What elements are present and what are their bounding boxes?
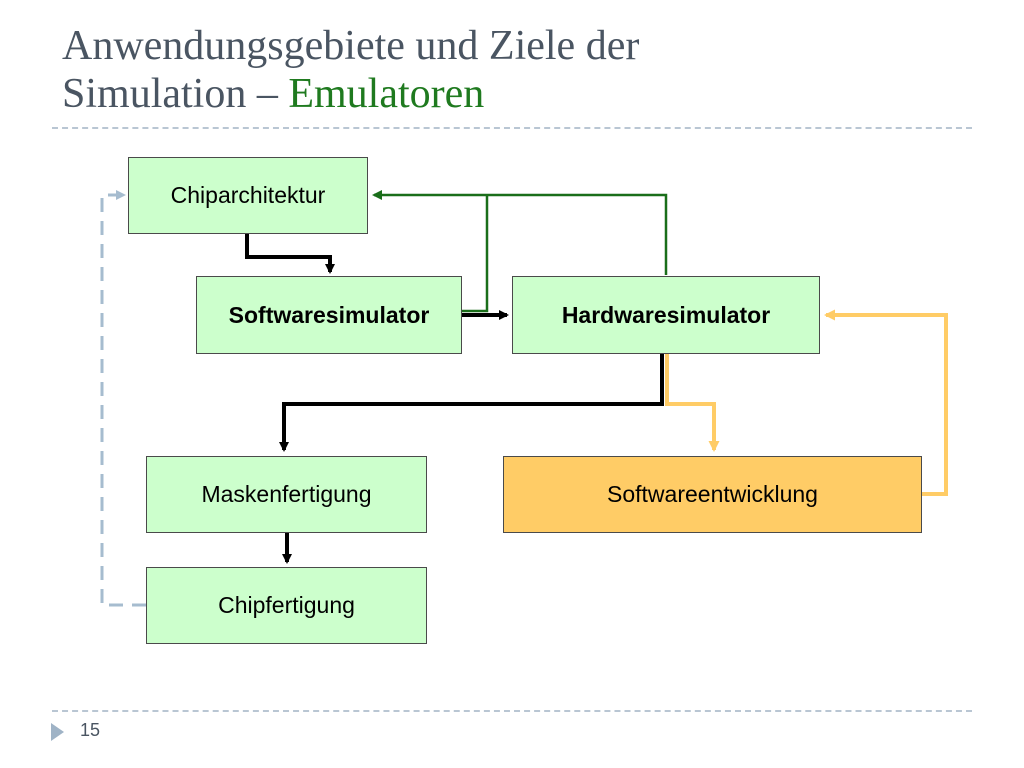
node-chiparchitektur: Chiparchitektur bbox=[128, 157, 368, 234]
title-line-2-prefix: Simulation – bbox=[62, 71, 289, 117]
arrow-softwareentwicklung-to-hardwaresimulator bbox=[824, 309, 948, 496]
page-number: 15 bbox=[80, 720, 101, 740]
node-softwaresimulator-label: Softwaresimulator bbox=[228, 301, 430, 328]
title-accent: Emulatoren bbox=[288, 71, 485, 117]
node-softwaresimulator: Softwaresimulator bbox=[196, 276, 462, 354]
node-chipfertigung: Chipfertigung bbox=[146, 567, 427, 644]
arrow-hardwaresimulator-feedback-to-chiparchitektur bbox=[372, 190, 668, 275]
arrow-softwaresimulator-feedback-to-chiparchitektur bbox=[462, 195, 489, 313]
footer-divider bbox=[52, 710, 972, 712]
node-chiparchitektur-label: Chiparchitektur bbox=[170, 182, 326, 208]
arrow-chipfertigung-feedback-to-chiparchitektur bbox=[100, 190, 146, 607]
title-line-1: Anwendungsgebiete und Ziele der bbox=[62, 23, 640, 69]
title-line-2: Simulation – Emulatoren bbox=[62, 70, 982, 118]
triangle-bullet-icon bbox=[51, 723, 64, 741]
slide-title: Anwendungsgebiete und Ziele der Simulati… bbox=[62, 22, 982, 118]
node-softwareentwicklung-label: Softwareentwicklung bbox=[607, 481, 818, 507]
node-softwareentwicklung: Softwareentwicklung bbox=[503, 456, 922, 533]
node-maskenfertigung: Maskenfertigung bbox=[146, 456, 427, 533]
node-maskenfertigung-label: Maskenfertigung bbox=[201, 481, 372, 507]
arrow-chiparchitektur-to-softwaresimulator bbox=[245, 234, 335, 274]
arrow-hardwaresimulator-to-softwareentwicklung bbox=[665, 354, 720, 452]
node-hardwaresimulator: Hardwaresimulator bbox=[512, 276, 820, 354]
node-chipfertigung-label: Chipfertigung bbox=[218, 592, 355, 618]
node-hardwaresimulator-label: Hardwaresimulator bbox=[561, 301, 771, 328]
arrow-hardwaresimulator-to-maskenfertigung bbox=[279, 354, 664, 452]
title-divider bbox=[52, 127, 972, 129]
